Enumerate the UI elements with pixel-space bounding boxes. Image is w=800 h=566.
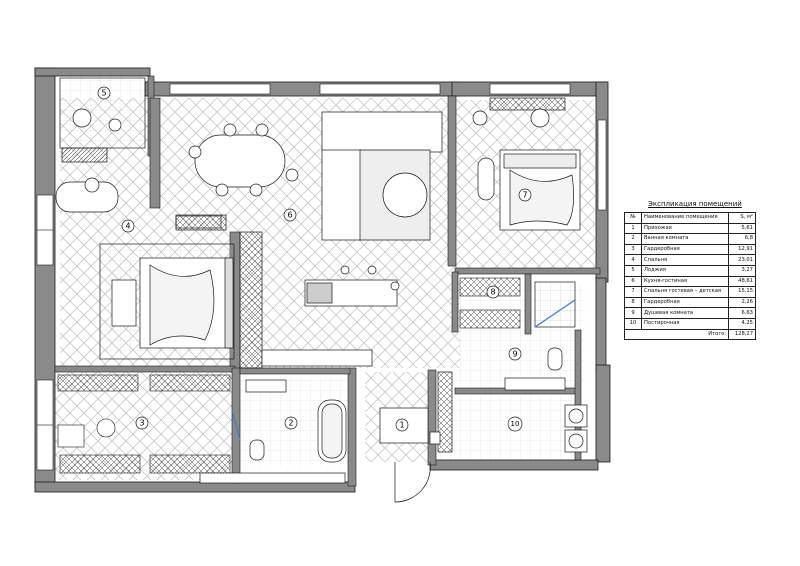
room-marker-1: 1 bbox=[395, 418, 409, 432]
legend-cell-area: 6,63 bbox=[728, 307, 756, 319]
room-marker-6: 6 bbox=[283, 208, 297, 222]
legend-cell-area: 5,61 bbox=[728, 222, 756, 235]
svg-text:4: 4 bbox=[125, 222, 130, 231]
loggia bbox=[55, 77, 146, 213]
legend-cell-no: 7 bbox=[624, 286, 642, 298]
shower-room bbox=[504, 281, 576, 391]
legend-cell-no: 3 bbox=[624, 243, 642, 256]
legend-header-row: № Наименование помещения S, м² bbox=[624, 212, 756, 224]
legend-cell-name: Ванная комната bbox=[641, 233, 729, 245]
svg-text:10: 10 bbox=[511, 420, 520, 428]
legend-cell-area: 48,61 bbox=[728, 275, 756, 288]
room-marker-4: 4 bbox=[121, 219, 135, 233]
legend-cell-no: 6 bbox=[624, 275, 642, 288]
legend-cell-area: 3,27 bbox=[728, 264, 756, 277]
windows bbox=[36, 83, 607, 471]
room-marker-5: 5 bbox=[97, 86, 111, 100]
room-markers: 1 2 3 4 5 6 7 8 9 10 bbox=[97, 86, 532, 432]
room-marker-7: 7 bbox=[518, 188, 532, 202]
svg-text:2: 2 bbox=[288, 419, 293, 428]
svg-text:7: 7 bbox=[522, 191, 527, 200]
legend-cell-no: 2 bbox=[624, 233, 642, 245]
svg-text:9: 9 bbox=[512, 350, 517, 359]
room-marker-2: 2 bbox=[284, 416, 298, 430]
master-bedroom bbox=[99, 215, 235, 360]
legend-cell-no: 1 bbox=[624, 222, 642, 235]
legend-cell-area: 2,26 bbox=[728, 296, 756, 309]
legend-cell-name: Лоджия bbox=[641, 264, 729, 277]
room-marker-8: 8 bbox=[486, 285, 500, 299]
legend-cell-name: Гардеробная bbox=[641, 296, 729, 309]
interior-walls bbox=[54, 75, 601, 487]
legend-total-label: Итого: bbox=[624, 328, 729, 341]
bathroom bbox=[199, 379, 347, 484]
svg-text:3: 3 bbox=[139, 419, 144, 428]
legend-cell-no: 9 bbox=[624, 307, 642, 319]
room-marker-9: 9 bbox=[508, 347, 522, 361]
svg-text:5: 5 bbox=[101, 89, 106, 98]
legend-total-value: 128,27 bbox=[728, 328, 756, 341]
kitchen-living bbox=[175, 111, 443, 369]
legend-cell-area: 6,8 bbox=[728, 233, 756, 245]
legend-cell-name: Гардеробная bbox=[641, 243, 729, 256]
guest-bedroom bbox=[472, 97, 581, 231]
legend-cell-no: 4 bbox=[624, 254, 642, 266]
room-marker-10: 10 bbox=[507, 416, 523, 432]
legend-cell-name: Душевая комната bbox=[641, 307, 729, 319]
legend-header-name: Наименование помещения bbox=[641, 212, 729, 224]
legend-cell-name: Прихожая bbox=[641, 222, 729, 235]
svg-text:6: 6 bbox=[287, 211, 292, 220]
legend-cell-area: 23,01 bbox=[728, 254, 756, 266]
legend-header-no: № bbox=[624, 212, 642, 224]
legend-title: Экспликация помещений bbox=[648, 200, 742, 208]
room-legend: Экспликация помещений № Наименование пом… bbox=[624, 200, 756, 341]
legend-cell-name: Кухня-гостиная bbox=[641, 275, 729, 288]
dressing-room bbox=[57, 374, 231, 474]
legend-cell-area: 4,25 bbox=[728, 317, 756, 330]
laundry bbox=[437, 371, 588, 453]
legend-header-area: S, м² bbox=[728, 212, 756, 224]
legend-cell-no: 5 bbox=[624, 264, 642, 277]
svg-text:8: 8 bbox=[490, 288, 495, 297]
legend-cell-name: Постирочная bbox=[641, 317, 729, 330]
legend-cell-area: 15,15 bbox=[728, 286, 756, 298]
legend-cell-no: 8 bbox=[624, 296, 642, 309]
legend-total-row: Итого: 128,27 bbox=[624, 328, 756, 341]
room-marker-3: 3 bbox=[135, 416, 149, 430]
legend-cell-area: 12,91 bbox=[728, 243, 756, 256]
svg-text:1: 1 bbox=[399, 421, 404, 430]
legend-cell-name: Спальня гостевая – детская bbox=[641, 286, 729, 298]
wardrobe-small bbox=[459, 277, 521, 329]
legend-cell-no: 10 bbox=[624, 317, 642, 330]
legend-cell-name: Спальня bbox=[641, 254, 729, 266]
